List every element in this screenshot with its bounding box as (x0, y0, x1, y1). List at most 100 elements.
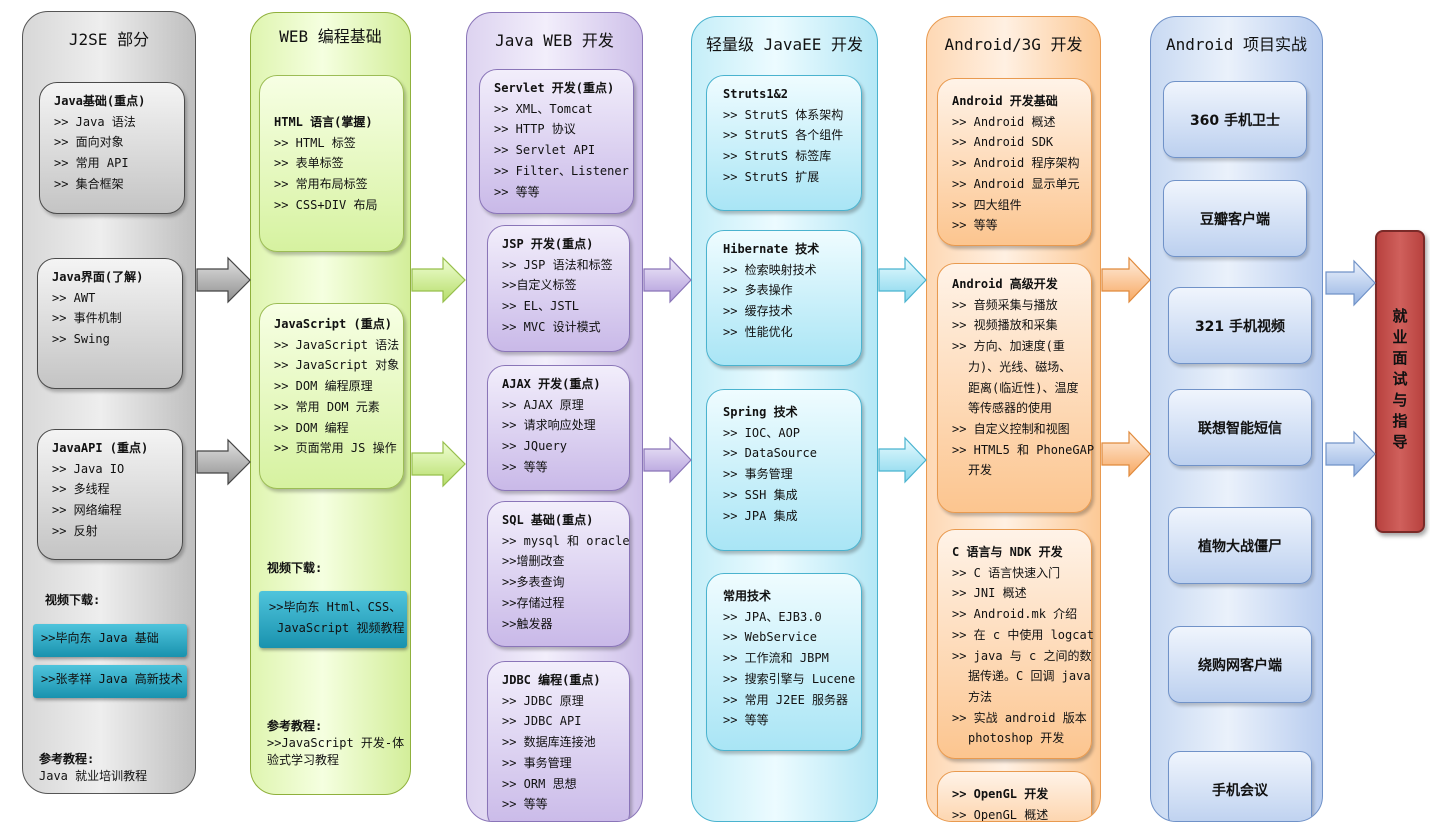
video-label: 视频下载: (267, 561, 323, 575)
arrow-icon (196, 256, 251, 304)
list-item: >> 等等 (502, 797, 548, 812)
reference-note: 参考教程: Java 就业培训教程 (39, 751, 147, 785)
box-ajax: AJAX 开发(重点) >> AJAX 原理 >> 请求响应处理 >> JQue… (487, 365, 630, 491)
column-projects: Android 项目实战 360 手机卫士 豆瓣客户端 321 手机视频 联想智… (1150, 16, 1323, 822)
list-item: 力)、光线、磁场、 (968, 359, 1072, 374)
box-jdbc: JDBC 编程(重点) >> JDBC 原理 >> JDBC API >> 数据… (487, 661, 630, 821)
project-360-security: 360 手机卫士 (1163, 81, 1307, 158)
list-item: >> 事件机制 (52, 311, 122, 326)
box-title: Hibernate 技术 (723, 242, 820, 256)
list-item: >> 自定义控制和视图 (952, 421, 1070, 436)
box-title: Android 高级开发 (952, 277, 1058, 291)
list-item: >> 请求响应处理 (502, 418, 596, 433)
list-item: >>存储过程 (502, 595, 565, 610)
box-title: Android 开发基础 (952, 94, 1058, 108)
list-item: >> JavaScript 对象 (274, 358, 400, 373)
list-item: >> AJAX 原理 (502, 397, 584, 412)
box-title: JSP 开发(重点) (502, 237, 594, 251)
column-j2se: J2SE 部分 Java基础(重点) >> Java 语法 >> 面向对象 >>… (22, 11, 196, 794)
column-title: Java WEB 开发 (495, 31, 614, 50)
list-item: >> 在 c 中使用 logcat (952, 627, 1094, 642)
arrow-icon (1325, 259, 1376, 307)
video-link-line: >>毕向东 Html、CSS、 (269, 600, 402, 614)
box-title: Spring 技术 (723, 405, 798, 419)
list-item: >> mysql 和 oracle (502, 533, 630, 548)
box-title: JavaScript (重点) (274, 317, 392, 331)
box-java-gui: Java界面(了解) >> AWT >> 事件机制 >> Swing (37, 258, 183, 389)
arrow-icon (643, 436, 692, 484)
list-item: >> 工作流和 JBPM (723, 651, 829, 666)
reference-note: 参考教程: >>JavaScript 开发-体 验式学习教程 (267, 718, 404, 769)
list-item: >> 页面常用 JS 操作 (274, 441, 397, 456)
box-sql: SQL 基础(重点) >> mysql 和 oracle >>增删改查 >>多表… (487, 501, 630, 647)
list-item: >> java 与 c 之间的数 (952, 648, 1092, 663)
box-title: Java界面(了解) (52, 270, 144, 284)
video-link-bixiangdong-web[interactable]: >>毕向东 Html、CSS、 JavaScript 视频教程 (259, 591, 407, 648)
column-title: J2SE 部分 (68, 30, 150, 49)
list-item: >> 常用布局标签 (274, 177, 368, 192)
list-item: >> 缓存技术 (723, 304, 793, 319)
arrow-icon (411, 440, 466, 488)
list-item: >> Java 语法 (54, 114, 136, 129)
column-title: Android/3G 开发 (944, 35, 1083, 54)
box-title: C 语言与 NDK 开发 (952, 545, 1063, 559)
box-title: AJAX 开发(重点) (502, 377, 601, 391)
list-item: >> SSH 集成 (723, 487, 798, 502)
box-title: JDBC 编程(重点) (502, 673, 601, 687)
list-item: >> Android SDK (952, 135, 1054, 150)
list-item: >> EL、JSTL (502, 299, 580, 314)
column-title: Android 项目实战 (1165, 35, 1308, 54)
box-struts: Struts1&2 >> StrutS 体系架构 >> StrutS 各个组件 … (706, 75, 862, 211)
list-item: >> 音频采集与播放 (952, 297, 1058, 312)
box-hibernate: Hibernate 技术 >> 检索映射技术 >> 多表操作 >> 缓存技术 >… (706, 230, 862, 366)
list-item: >> DataSource (723, 446, 817, 461)
list-item: >> DOM 编程 (274, 420, 349, 435)
column-java-web: Java WEB 开发 Servlet 开发(重点) >> XML、Tomcat… (466, 12, 643, 822)
box-android-basics: Android 开发基础 >> Android 概述 >> Android SD… (937, 78, 1092, 246)
video-link-line: JavaScript 视频教程 (277, 621, 405, 635)
box-javascript: JavaScript (重点) >> JavaScript 语法 >> Java… (259, 303, 404, 489)
list-item: >> Android.mk 介绍 (952, 607, 1078, 622)
list-item: 开发 (968, 463, 993, 478)
box-title: JavaAPI (重点) (52, 441, 149, 455)
list-item: >> 常用 API (54, 156, 129, 171)
box-common-tech: 常用技术 >> JPA、EJB3.0 >> WebService >> 工作流和… (706, 573, 862, 751)
list-item: >> 检索映射技术 (723, 262, 817, 277)
list-item: >> C 语言快速入门 (952, 565, 1061, 580)
video-link-bixiangdong-java[interactable]: >>毕向东 Java 基础 (33, 624, 187, 657)
box-html: HTML 语言(掌握) >> HTML 标签 >> 表单标签 >> 常用布局标签… (259, 75, 404, 252)
list-item: >> 常用 DOM 元素 (274, 399, 380, 414)
box-jsp: JSP 开发(重点) >> JSP 语法和标签 >>自定义标签 >> EL、JS… (487, 225, 630, 352)
box-title: >> OpenGL 开发 (952, 787, 1049, 801)
project-321-video: 321 手机视频 (1168, 287, 1312, 364)
box-java-basics: Java基础(重点) >> Java 语法 >> 面向对象 >> 常用 API … (39, 82, 185, 214)
reference-label: 参考教程: (39, 752, 95, 766)
video-link-zhangxiaoxiang-java[interactable]: >>张孝祥 Java 高新技术 (33, 665, 187, 698)
box-opengl: >> OpenGL 开发 >> OpenGL 概述 (937, 771, 1092, 821)
list-item: >> 多线程 (52, 482, 110, 497)
reference-text: 验式学习教程 (267, 753, 340, 767)
arrow-icon (1325, 430, 1376, 478)
list-item: >> ORM 思想 (502, 776, 577, 791)
project-shopping-client: 绕购网客户端 (1168, 626, 1312, 703)
arrow-icon (411, 256, 466, 304)
list-item: 等传感器的使用 (968, 401, 1053, 416)
project-mobile-meeting: 手机会议 (1168, 751, 1312, 821)
list-item: 据传递。C 回调 java (968, 669, 1091, 684)
list-item: >> 性能优化 (723, 324, 793, 339)
list-item: >> 视频播放和采集 (952, 318, 1058, 333)
list-item: >> JPA、EJB3.0 (723, 609, 822, 624)
column-title: 轻量级 JavaEE 开发 (705, 35, 864, 54)
project-lenovo-sms: 联想智能短信 (1168, 389, 1312, 466)
list-item: 方法 (968, 689, 993, 704)
list-item: 距离(临近性)、温度 (968, 380, 1079, 395)
list-item: >> JQuery (502, 439, 568, 454)
list-item: >> StrutS 体系架构 (723, 107, 844, 122)
box-android-advanced: Android 高级开发 >> 音频采集与播放 >> 视频播放和采集 >> 方向… (937, 263, 1094, 513)
box-title: Java基础(重点) (54, 94, 146, 108)
list-item: >> 反射 (52, 523, 98, 538)
list-item: >> HTTP 协议 (494, 122, 576, 137)
list-item: >>自定义标签 (502, 278, 577, 293)
arrow-icon (878, 436, 927, 484)
list-item: >> 网络编程 (52, 503, 122, 518)
